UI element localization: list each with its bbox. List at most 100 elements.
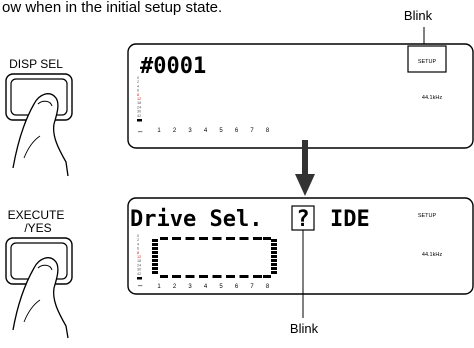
transition-down-arrow	[295, 140, 315, 196]
lcd-bottom-scale-label: 6	[137, 247, 139, 251]
lcd-bottom-meter-segment	[185, 237, 195, 240]
lcd-bottom-meter-segment	[152, 239, 158, 242]
lcd-bottom-sample-rate: 44.1kHz	[422, 252, 442, 258]
lcd-bottom-meter-segment	[271, 267, 277, 270]
finger-pressing-execute	[12, 257, 69, 339]
lcd-top-scale-label: 0	[137, 76, 139, 80]
execute-label-line1: EXECUTE	[8, 208, 65, 222]
blink-label-top: Blink	[404, 8, 433, 23]
disp-sel-label: DISP SEL	[9, 57, 63, 71]
lcd-top-track-number: 7	[250, 128, 254, 134]
lcd-bottom-track-number: 1	[157, 284, 161, 290]
intro-text: ow when in the initial setup state.	[2, 0, 222, 16]
finger-pressing-disp-sel	[12, 93, 69, 177]
lcd-bottom-track-number: 2	[173, 284, 177, 290]
lcd-bottom-meter-segment	[199, 275, 208, 278]
lcd-bottom-meter-segment	[152, 255, 158, 258]
lcd-bottom-meter-segment	[271, 259, 277, 262]
lcd-top-track-number: 6	[235, 128, 239, 134]
lcd-bottom-meter-segment	[185, 275, 195, 278]
lcd-bottom-meter-segment	[271, 239, 277, 242]
lcd-bottom-track-number: 8	[266, 284, 270, 290]
lcd-bottom-meter-segment	[152, 259, 158, 262]
lcd-bottom-meter-segment	[152, 247, 158, 250]
lcd-bottom-meter-segment	[152, 263, 158, 266]
lcd-bottom-meter-segment	[239, 237, 249, 240]
lcd-bottom-meter-segment	[239, 275, 249, 278]
lcd-bottom-meter-segment	[172, 237, 181, 240]
lcd-top-scale-label: 18	[137, 101, 141, 105]
lcd-bottom-meter-segment	[226, 275, 235, 278]
lcd-bottom-ide-text: IDE	[330, 207, 370, 232]
lcd-top-sample-rate: 44.1kHz	[422, 95, 442, 101]
lcd-bottom-scale-label: 30	[137, 268, 141, 272]
lcd-bottom-meter-segment	[271, 271, 277, 274]
lcd-top-scale-marker	[137, 119, 142, 122]
lcd-bottom-scale-label: 42	[137, 272, 141, 276]
lcd-bottom-meter-segment	[253, 275, 262, 278]
lcd-bottom-scale-label: 4	[137, 242, 139, 246]
lcd-bottom-scale-label: 0	[137, 234, 139, 238]
lcd-top-track-number: 1	[157, 128, 161, 134]
lcd-bottom-meter-segment	[152, 251, 158, 254]
lcd-top-scale-label: 8	[137, 93, 139, 97]
lcd-top-dash: –	[138, 127, 143, 136]
lcd-top-scale-label: 30	[137, 110, 141, 114]
lcd-display-bottom: Drive Sel. ? IDE SETUP 44.1kHz 024681218…	[127, 197, 474, 295]
lcd-top-track-number: 8	[266, 128, 270, 134]
lcd-bottom-meter-segment	[271, 247, 277, 250]
lcd-top-scale-label: 42	[137, 114, 141, 118]
lcd-bottom-meter-segment	[152, 243, 158, 246]
lcd-bottom-meter-segment	[271, 255, 277, 258]
lcd-top-scale-label: 12	[137, 97, 141, 101]
lcd-bottom-drive-sel-text: Drive Sel.	[130, 207, 262, 232]
lcd-top-track-number: 3	[188, 128, 192, 134]
lcd-bottom-meter-segment	[152, 267, 158, 270]
lcd-bottom-scale-label: 18	[137, 259, 141, 263]
lcd-bottom-bracket-meter	[152, 237, 277, 278]
lcd-bottom-scale-label: 8	[137, 251, 139, 255]
lcd-bottom-meter-segment	[271, 243, 277, 246]
lcd-bottom-meter-segment	[152, 271, 158, 274]
lcd-bottom-meter-segment	[253, 237, 262, 240]
lcd-bottom-setup-label: SETUP	[418, 213, 437, 219]
lcd-bottom-meter-segment	[172, 275, 181, 278]
lcd-top-scale-label: 4	[137, 84, 139, 88]
blink-label-bottom: Blink	[290, 321, 319, 336]
execute-label-line2: /YES	[24, 221, 51, 235]
lcd-bottom-meter-segment	[212, 237, 222, 240]
lcd-top-track-number: 4	[204, 128, 208, 134]
lcd-bottom-meter-segment	[212, 275, 222, 278]
lcd-bottom-track-numbers: 1 2 3 4 5 6 7 8	[157, 284, 270, 290]
lcd-top-scale-label: 24	[137, 105, 141, 109]
lcd-bottom-scale-label: 12	[137, 255, 141, 259]
lcd-bottom-track-number: 3	[188, 284, 192, 290]
lcd-bottom-meter-segment	[199, 237, 208, 240]
lcd-bottom-scale-label: 24	[137, 263, 141, 267]
lcd-top-main-text: #0001	[140, 54, 206, 79]
lcd-bottom-track-number: 4	[204, 284, 208, 290]
lcd-bottom-track-number: 7	[250, 284, 254, 290]
lcd-bottom-dash: –	[138, 281, 143, 290]
lcd-bottom-track-number: 6	[235, 284, 239, 290]
lcd-top-track-number: 2	[173, 128, 177, 134]
lcd-bottom-track-number: 5	[219, 284, 223, 290]
lcd-bottom-scale-label: 2	[137, 238, 139, 242]
lcd-bottom-meter-segment	[271, 251, 277, 254]
lcd-bottom-meter-segment	[160, 275, 168, 278]
lcd-bottom-meter-segment	[263, 275, 271, 278]
lcd-top-scale-label: 2	[137, 80, 139, 84]
lcd-bottom-meter-segment	[226, 237, 235, 240]
lcd-bottom-meter-segment	[271, 263, 277, 266]
lcd-top-setup-label: SETUP	[418, 59, 437, 65]
lcd-bottom-meter-segment	[263, 237, 271, 240]
lcd-bottom-scale-marker	[137, 277, 142, 280]
lcd-top-setup-box	[407, 45, 447, 73]
lcd-bottom-meter-segment	[160, 237, 168, 240]
lcd-top-scale-label: 6	[137, 89, 139, 93]
